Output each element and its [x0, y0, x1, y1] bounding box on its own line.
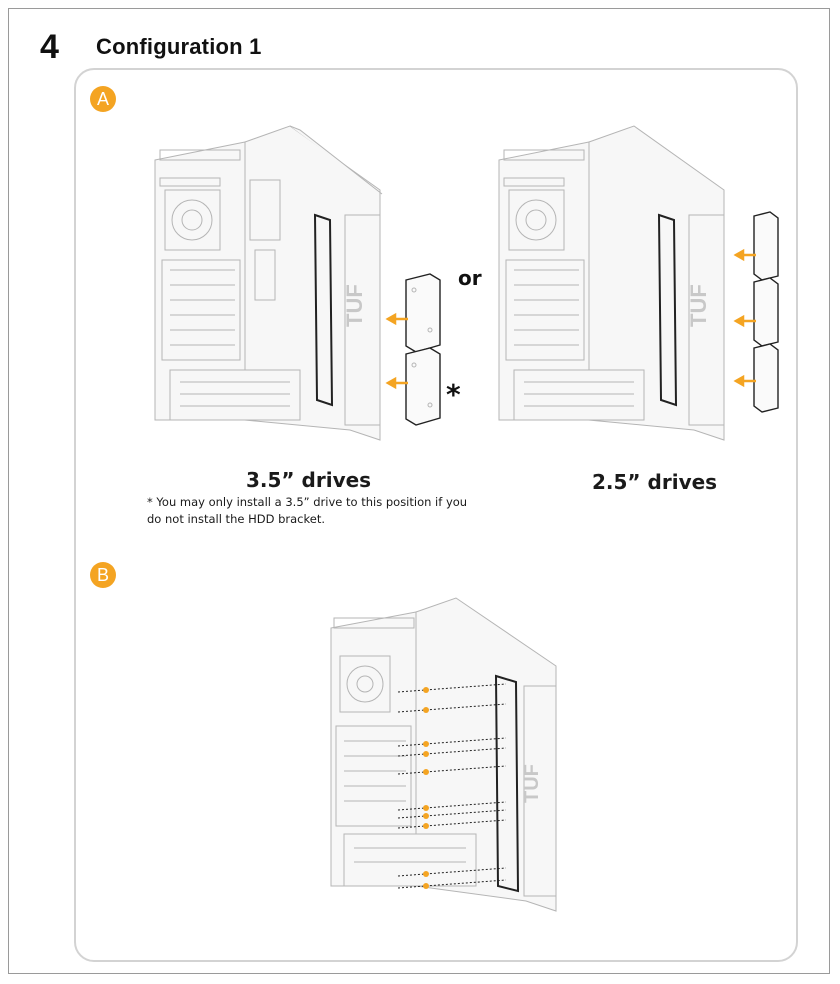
- footnote: * You may only install a 3.5” drive to t…: [147, 495, 468, 526]
- case-illustration-right: TUF: [498, 125, 725, 441]
- arrow-icon: [733, 248, 756, 262]
- case-illustration-assembly: TUF: [330, 597, 557, 912]
- asterisk-mark: *: [446, 378, 461, 411]
- case-brand-right: TUF: [686, 284, 711, 327]
- case-illustration-left: TUF: [154, 125, 383, 441]
- case-brand-left: TUF: [342, 284, 367, 327]
- arrow-icon: [733, 374, 756, 388]
- instruction-panel: [74, 68, 798, 962]
- section-a-badge: A: [90, 86, 116, 112]
- drive-trays-right: [753, 211, 779, 413]
- page-frame: [8, 8, 830, 974]
- step-number: 4: [40, 28, 59, 66]
- drive-trays-left: [405, 273, 441, 426]
- caption-3-5-drives: 3.5” drives: [246, 468, 372, 492]
- section-b-badge: B: [90, 562, 116, 588]
- arrow-icon: [733, 314, 756, 328]
- caption-2-5-drives: 2.5” drives: [592, 470, 718, 494]
- step-title: Configuration 1: [96, 34, 262, 59]
- case-brand-assembly: TUF: [521, 764, 543, 803]
- arrow-icon: [385, 376, 408, 390]
- or-label: or: [458, 266, 482, 290]
- arrow-icon: [385, 312, 408, 326]
